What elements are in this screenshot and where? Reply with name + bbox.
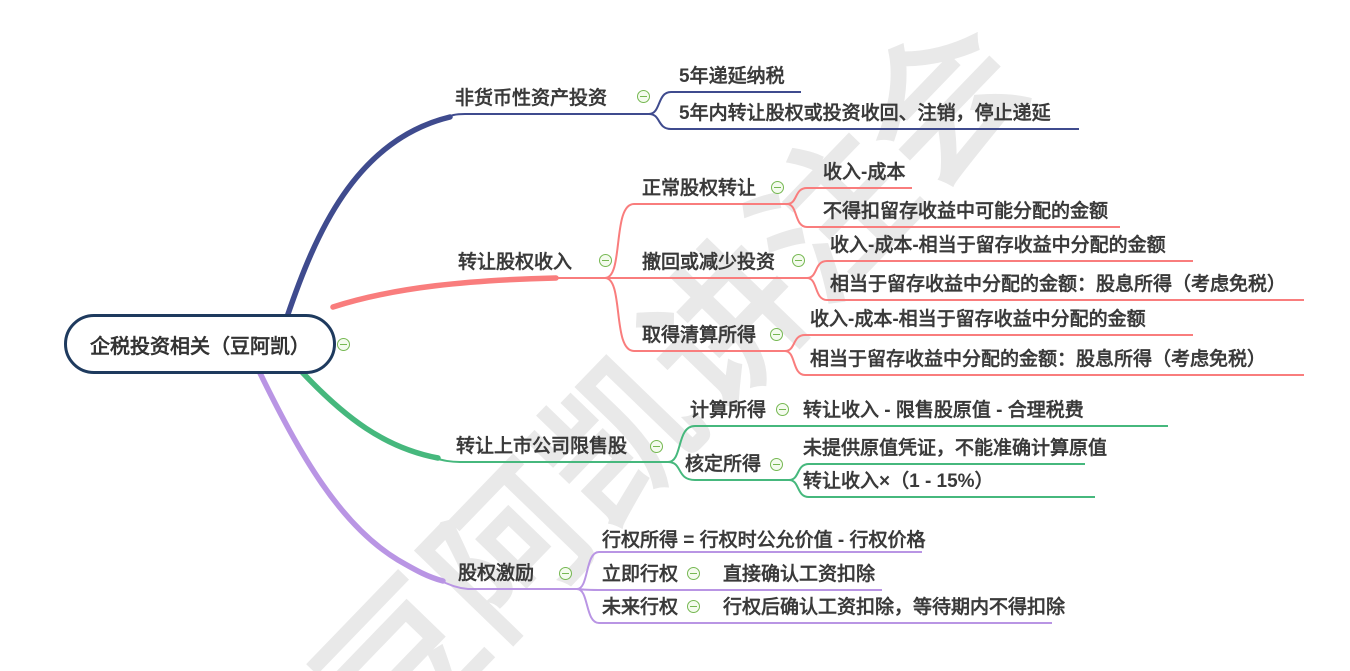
- topic-no-retained-earnings-deduction[interactable]: 不得扣留存收益中可能分配的金额: [823, 201, 1109, 222]
- topic-withdraw-formula[interactable]: 收入-成本-相当于留存收益中分配的金额: [830, 235, 1166, 256]
- collapse-icon-normal-transfer[interactable]: [771, 181, 784, 194]
- collapse-icon-withdraw[interactable]: [792, 254, 805, 267]
- topic-liquidation-formula[interactable]: 收入-成本-相当于留存收益中分配的金额: [810, 309, 1146, 330]
- collapse-icon-root[interactable]: [337, 338, 350, 351]
- topic-withdraw-dividend[interactable]: 相当于留存收益中分配的金额：股息所得（考虑免税）: [830, 274, 1287, 295]
- collapse-icon-calculated[interactable]: [776, 403, 789, 416]
- topic-liquidation-income[interactable]: 取得清算所得: [642, 325, 757, 346]
- topic-equity-transfer-income[interactable]: 转让股权收入: [458, 252, 573, 273]
- topic-future-deduction[interactable]: 行权后确认工资扣除，等待期内不得扣除: [723, 597, 1066, 618]
- topic-nonmonetary-investment[interactable]: 非货币性资产投资: [455, 88, 608, 109]
- collapse-icon-equity-incentive[interactable]: [559, 567, 572, 580]
- collapse-icon-immediate-exercise[interactable]: [687, 567, 700, 580]
- collapse-icon-assessed[interactable]: [770, 458, 783, 471]
- topic-calculated-income[interactable]: 计算所得: [690, 400, 767, 421]
- topic-equity-incentive[interactable]: 股权激励: [458, 563, 535, 584]
- topic-calculated-formula[interactable]: 转让收入 - 限售股原值 - 合理税费: [803, 400, 1084, 421]
- topic-exercise-income-formula[interactable]: 行权所得 = 行权时公允价值 - 行权价格: [602, 530, 926, 551]
- topic-no-cost-voucher[interactable]: 未提供原值凭证，不能准确计算原值: [803, 438, 1108, 459]
- topic-withdraw-reduce-investment[interactable]: 撤回或减少投资: [642, 252, 776, 273]
- topic-assessed-income[interactable]: 核定所得: [685, 454, 762, 475]
- collapse-icon-nonmonetary[interactable]: [637, 90, 650, 103]
- root-topic[interactable]: 企税投资相关（豆阿凯）: [64, 314, 336, 374]
- topic-normal-transfer[interactable]: 正常股权转让: [642, 178, 757, 199]
- topic-5yr-deferral[interactable]: 5年递延纳税: [679, 66, 785, 87]
- topic-future-exercise[interactable]: 未来行权: [602, 597, 679, 618]
- topic-immediate-exercise[interactable]: 立即行权: [602, 564, 679, 585]
- topic-assessed-formula[interactable]: 转让收入×（1 - 15%）: [803, 471, 994, 492]
- topic-income-minus-cost[interactable]: 收入-成本: [823, 162, 906, 183]
- topic-liquidation-dividend[interactable]: 相当于留存收益中分配的金额：股息所得（考虑免税）: [810, 349, 1267, 370]
- collapse-icon-future-exercise[interactable]: [687, 600, 700, 613]
- topic-restricted-shares[interactable]: 转让上市公司限售股: [456, 436, 628, 457]
- collapse-icon-liquidation[interactable]: [770, 328, 783, 341]
- topic-immediate-deduction[interactable]: 直接确认工资扣除: [723, 564, 876, 585]
- collapse-icon-restricted-shares[interactable]: [650, 440, 663, 453]
- topic-stop-deferral[interactable]: 5年内转让股权或投资收回、注销，停止递延: [679, 103, 1051, 124]
- collapse-icon-equity-transfer[interactable]: [599, 254, 612, 267]
